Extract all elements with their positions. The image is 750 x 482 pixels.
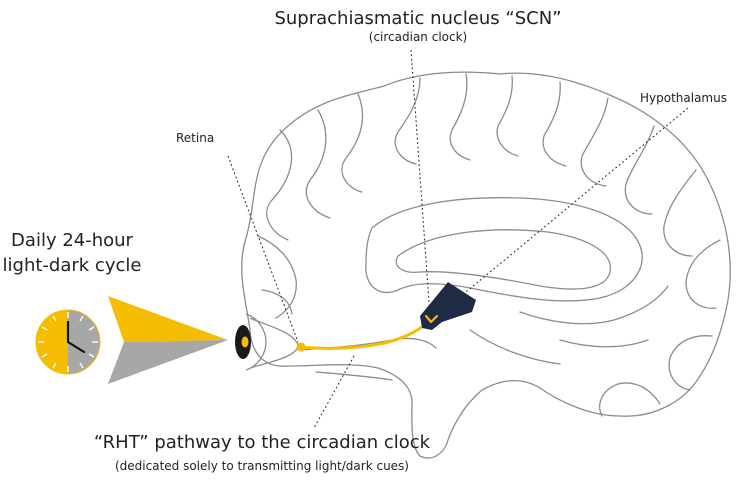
rht-pathway: [299, 318, 432, 350]
rht-pathway-subtitle: (dedicated solely to transmitting light/…: [114, 459, 409, 473]
hypothalamus-label: Hypothalamus: [640, 91, 727, 105]
leader-lines: [227, 49, 689, 429]
retina-label: Retina: [176, 131, 215, 145]
rht-leader: [313, 355, 355, 429]
dark-arrow: [108, 340, 228, 384]
retina-marker: [296, 342, 306, 352]
brain-outline: [241, 71, 731, 459]
clock-light-half: [36, 310, 68, 374]
scn-leader: [410, 49, 431, 317]
scn-marker: [424, 314, 439, 324]
light-dark-cycle-label-line2: light-dark cycle: [2, 255, 142, 276]
scn-title: Suprachiasmatic nucleus “SCN”: [274, 8, 562, 29]
scn-region: [420, 282, 476, 330]
retina-leader: [227, 155, 299, 343]
eye-icon: [235, 313, 299, 371]
light-dark-cycle-label-line1: Daily 24-hour: [11, 230, 133, 251]
clock-dark-half: [68, 310, 100, 374]
rht-pathway-title: “RHT” pathway to the circadian clock: [93, 432, 431, 453]
light-arrow: [108, 296, 228, 342]
clock-icon: [35, 309, 101, 375]
hypothalamus-leader: [465, 107, 689, 293]
scn-subtitle: (circadian clock): [368, 30, 468, 44]
clock-hand-minute: [66, 340, 86, 354]
